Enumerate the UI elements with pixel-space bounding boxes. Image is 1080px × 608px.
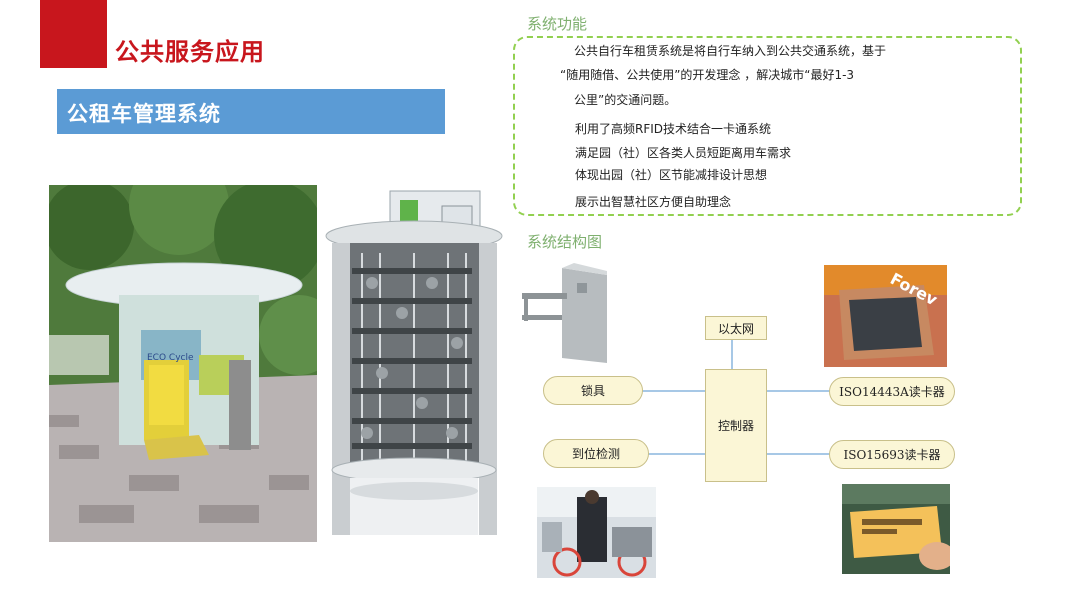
- parking-tower-illustration: [322, 188, 507, 540]
- page-title: 公共服务应用: [115, 38, 265, 66]
- connector-line: [642, 390, 706, 392]
- node-ethernet: 以太网: [705, 316, 767, 340]
- function-line: 公共自行车租赁系统是将自行车纳入到公共交通系统，基于: [574, 44, 887, 58]
- function-line: 利用了高频RFID技术结合一卡通系统: [575, 122, 772, 136]
- functions-label: 系统功能: [527, 15, 588, 33]
- node-detection: 到位检测: [543, 439, 649, 468]
- connector-line: [767, 453, 830, 455]
- function-line: 体现出园（社）区节能减排设计思想: [575, 168, 768, 182]
- structure-label: 系统结构图: [527, 233, 603, 251]
- node-reader-15693: ISO15693读卡器: [829, 440, 955, 469]
- connector-line: [767, 390, 830, 392]
- node-reader-14443a: ISO14443A读卡器: [829, 377, 955, 406]
- bike-docking-photo: [537, 487, 656, 578]
- function-line: “随用随借、公共使用”的开发理念 ，解决城市“最好1-3: [560, 68, 855, 82]
- rfid-card-photo: Forev: [824, 265, 947, 367]
- header-accent-block: [40, 0, 107, 68]
- node-lock: 锁具: [543, 376, 643, 405]
- function-line: 满足园（社）区各类人员短距离用车需求: [575, 146, 792, 160]
- section-banner: 公租车管理系统: [57, 89, 445, 134]
- connector-line: [731, 340, 733, 370]
- function-line: 公里”的交通问题。: [574, 93, 677, 107]
- smart-card-photo: [842, 484, 950, 574]
- functions-panel: [513, 36, 1022, 216]
- turnstile-photo: [522, 263, 607, 368]
- kiosk-sign-text: ECO Cycle: [147, 353, 194, 363]
- section-title: 公租车管理系统: [67, 102, 221, 126]
- function-line: 展示出智慧社区方便自助理念: [575, 195, 732, 209]
- node-controller: 控制器: [705, 369, 767, 482]
- connector-line: [648, 453, 706, 455]
- bike-kiosk-photo: ECO Cycle: [49, 185, 317, 542]
